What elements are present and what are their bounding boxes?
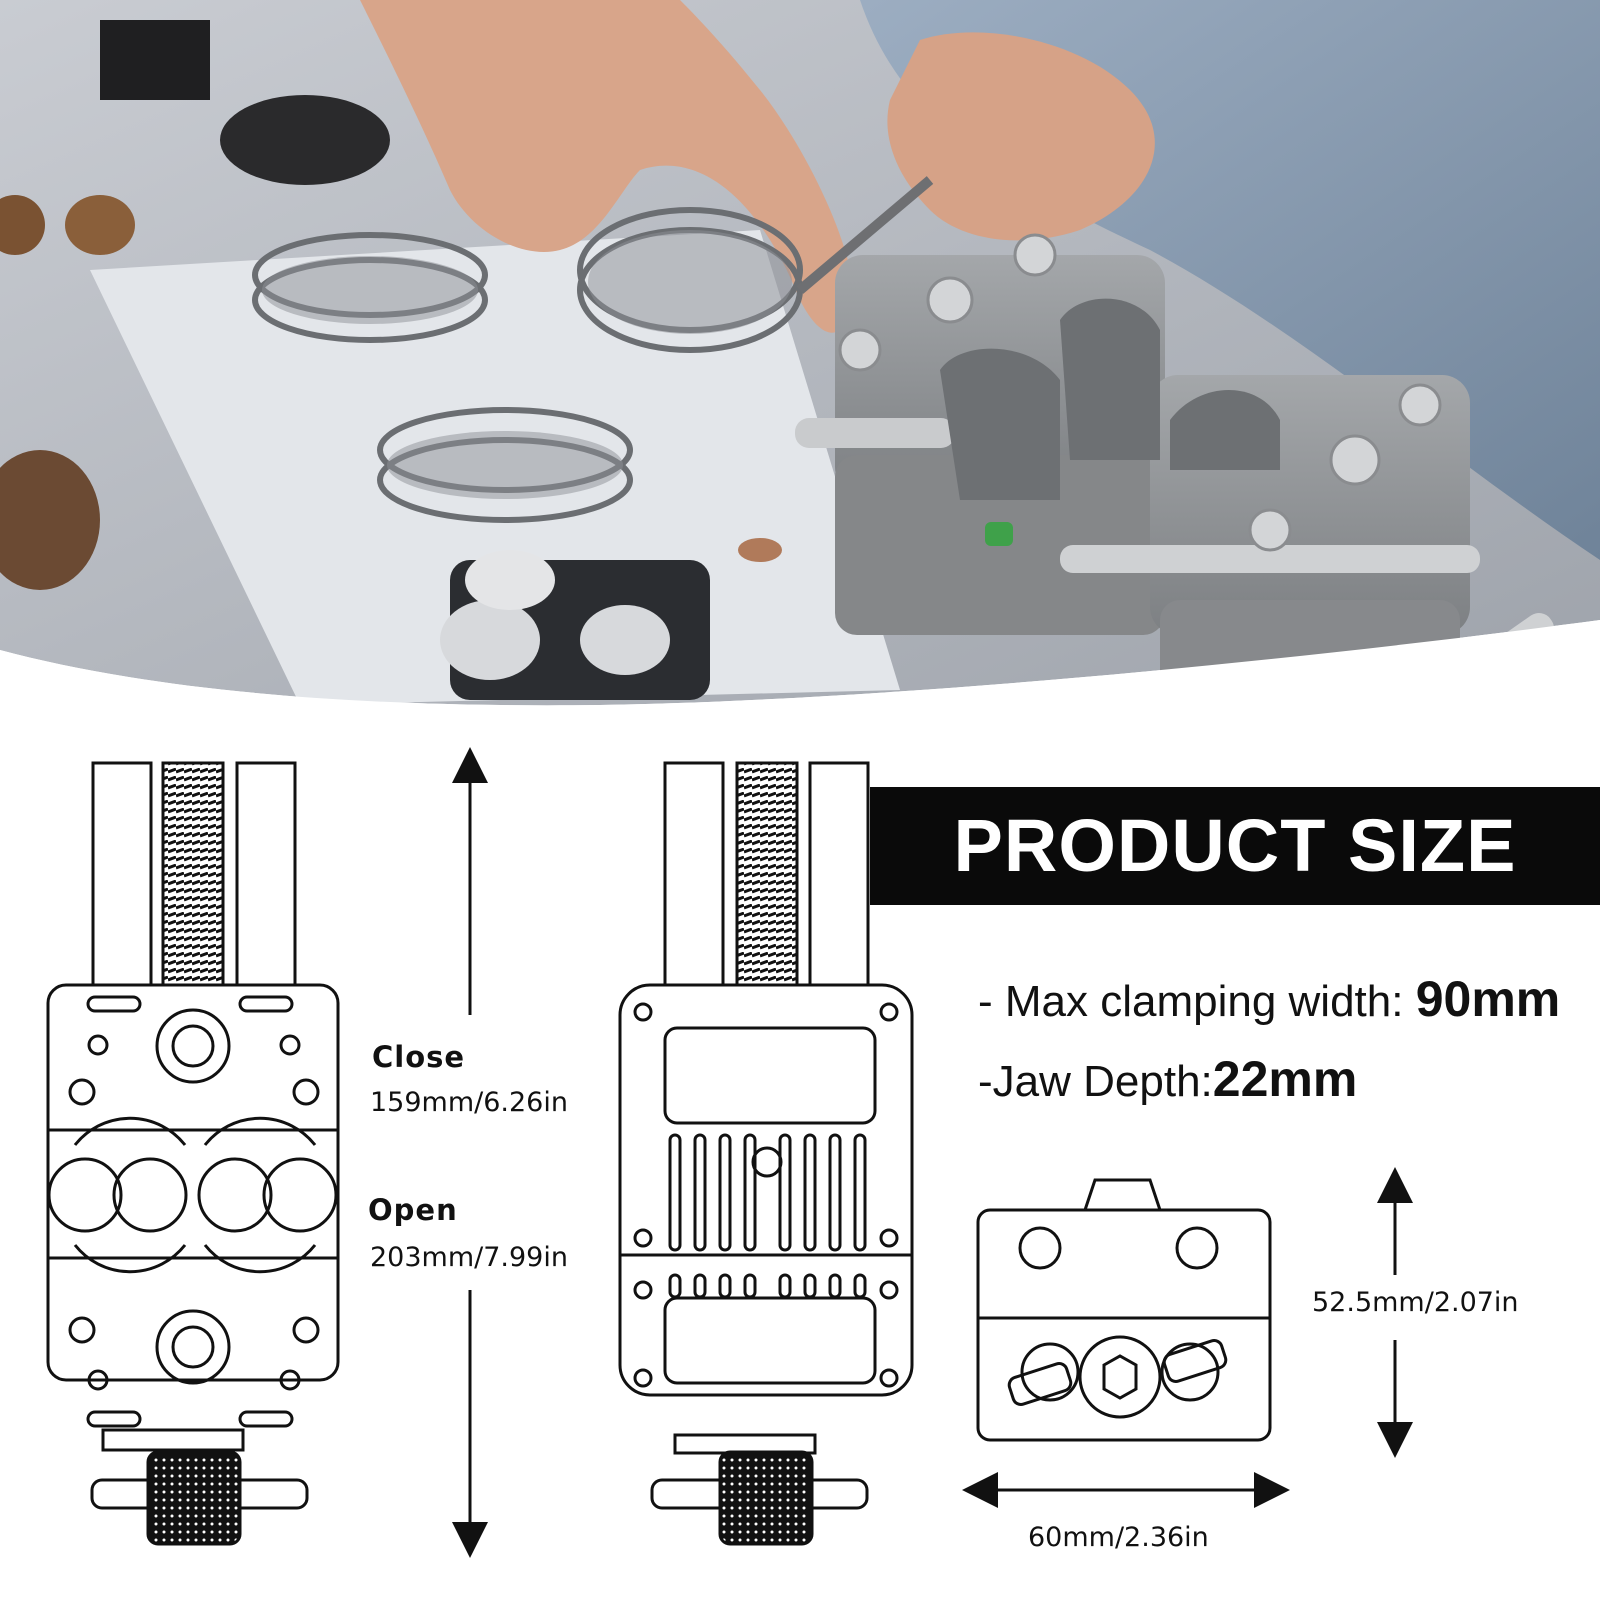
- side-height-value: 52.5mm/2.07in: [1312, 1287, 1519, 1318]
- side-width-value: 60mm/2.36in: [1028, 1522, 1209, 1553]
- max-clamping-label: - Max clamping width:: [978, 977, 1416, 1026]
- max-clamping-spec: - Max clamping width: 90mm: [978, 970, 1560, 1028]
- close-value: 159mm/6.26in: [370, 1087, 568, 1118]
- side-view-drawing: [976, 1178, 1272, 1442]
- product-size-banner: PRODUCT SIZE: [870, 787, 1600, 905]
- open-title: Open: [368, 1193, 458, 1227]
- product-photo: [0, 0, 1600, 760]
- jaw-depth-value: 22mm: [1212, 1051, 1358, 1107]
- dimension-arrows: [452, 747, 1413, 1558]
- front-view-drawing: [46, 761, 340, 1546]
- close-title: Close: [372, 1040, 466, 1074]
- open-value: 203mm/7.99in: [370, 1242, 568, 1273]
- jaw-depth-spec: -Jaw Depth:22mm: [978, 1050, 1357, 1108]
- max-clamping-value: 90mm: [1415, 971, 1561, 1027]
- banner-title: PRODUCT SIZE: [953, 804, 1517, 887]
- back-view-drawing: [618, 761, 914, 1546]
- jaw-depth-label: -Jaw Depth:: [978, 1057, 1213, 1106]
